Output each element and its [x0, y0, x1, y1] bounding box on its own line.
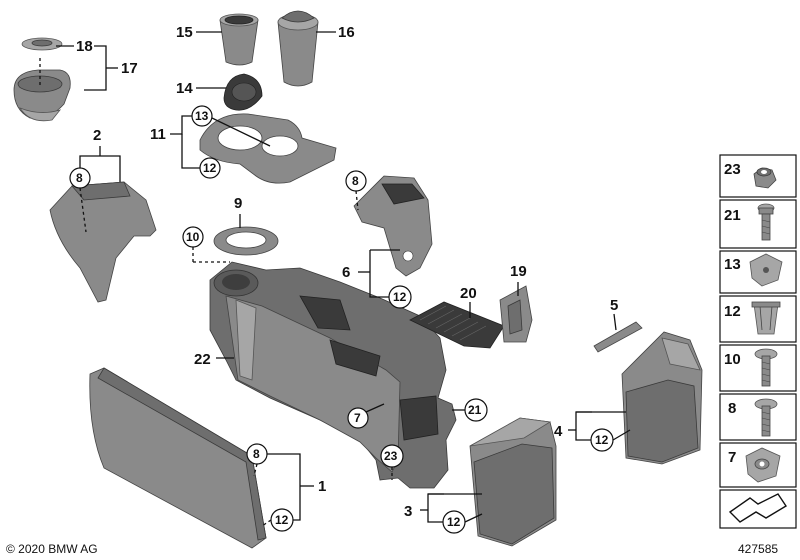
legend-num-12: 12 [724, 303, 741, 320]
callout-22: 22 [194, 351, 211, 368]
legend-num-10: 10 [724, 351, 741, 368]
legend-num-7: 7 [728, 449, 736, 466]
circled-7-console-label: 7 [354, 411, 361, 425]
callout-5: 5 [610, 297, 618, 314]
legend-num-23: 23 [724, 161, 741, 178]
arrow-symbol-icon [728, 493, 787, 523]
side-panel-part-1 [89, 367, 267, 549]
circled-12-bracket-label: 12 [393, 290, 407, 304]
bracket-part-6 [353, 175, 433, 277]
circled-8-sidetrim-label: 8 [76, 171, 83, 185]
callout-1: 1 [318, 478, 326, 495]
mat-part-20 [409, 301, 505, 349]
strip-part-5 [593, 321, 643, 353]
circled-12-bezel-label: 12 [203, 161, 217, 175]
callout-11: 11 [150, 126, 166, 143]
hex-nut-icon [753, 167, 777, 189]
speed-nut-icon [745, 447, 781, 483]
diagram-number: 427585 [738, 542, 779, 556]
circled-12-sidepanel-label: 12 [275, 513, 289, 527]
rear-trim-part-4 [621, 331, 703, 465]
mat-part-14 [223, 73, 263, 111]
screw-8-icon [754, 398, 778, 437]
circled-8-bracket-label: 8 [352, 174, 359, 188]
circled-12-reartrim-label: 12 [595, 433, 609, 447]
circled-8-sidepanel-label: 8 [253, 447, 260, 461]
screw-10-icon [754, 348, 778, 387]
callout-16: 16 [338, 24, 355, 41]
front-trim-part-3 [469, 417, 557, 547]
circled-13-bezel-label: 13 [195, 109, 209, 123]
callout-9: 9 [234, 195, 242, 212]
fastener-legend: 23 21 13 12 10 8 7 [719, 154, 797, 529]
callout-6: 6 [342, 264, 350, 281]
legend-num-13: 13 [724, 256, 741, 273]
bracket-part-19 [499, 285, 533, 343]
callout-17: 17 [121, 60, 138, 77]
circled-21-console-label: 21 [468, 403, 482, 417]
cup-part-15 [219, 13, 259, 66]
clip-nut-icon [749, 253, 783, 287]
spring-clip-icon [751, 301, 781, 335]
callout-14: 14 [176, 80, 193, 97]
circled-12-bracket [388, 285, 412, 309]
callout-15: 15 [176, 24, 193, 41]
bezel-part-11 [199, 113, 337, 184]
circled-10-ring-label: 10 [186, 230, 200, 244]
legend-num-8: 8 [728, 400, 736, 417]
circled-12-fronttrim-label: 12 [447, 515, 461, 529]
ring-part-9 [213, 226, 279, 256]
circled-13-bezel [191, 105, 213, 127]
callout-2: 2 [93, 127, 101, 144]
legend-num-21: 21 [724, 207, 741, 224]
callout-3: 3 [404, 503, 412, 520]
circled-7-console [347, 407, 369, 429]
callout-18: 18 [76, 38, 93, 55]
copyright-text: © 2020 BMW AG [6, 542, 98, 556]
cupholder-insert-part-17 [13, 37, 71, 122]
circled-12-bezel [199, 157, 221, 179]
side-trim-part-2 [49, 181, 157, 303]
circled-23-console-label: 23 [384, 449, 398, 463]
callout-19: 19 [510, 263, 527, 280]
callout-4: 4 [554, 423, 563, 440]
cup-lid-part-16 [277, 10, 319, 87]
bolt-icon [757, 203, 775, 241]
callout-20: 20 [460, 285, 477, 302]
